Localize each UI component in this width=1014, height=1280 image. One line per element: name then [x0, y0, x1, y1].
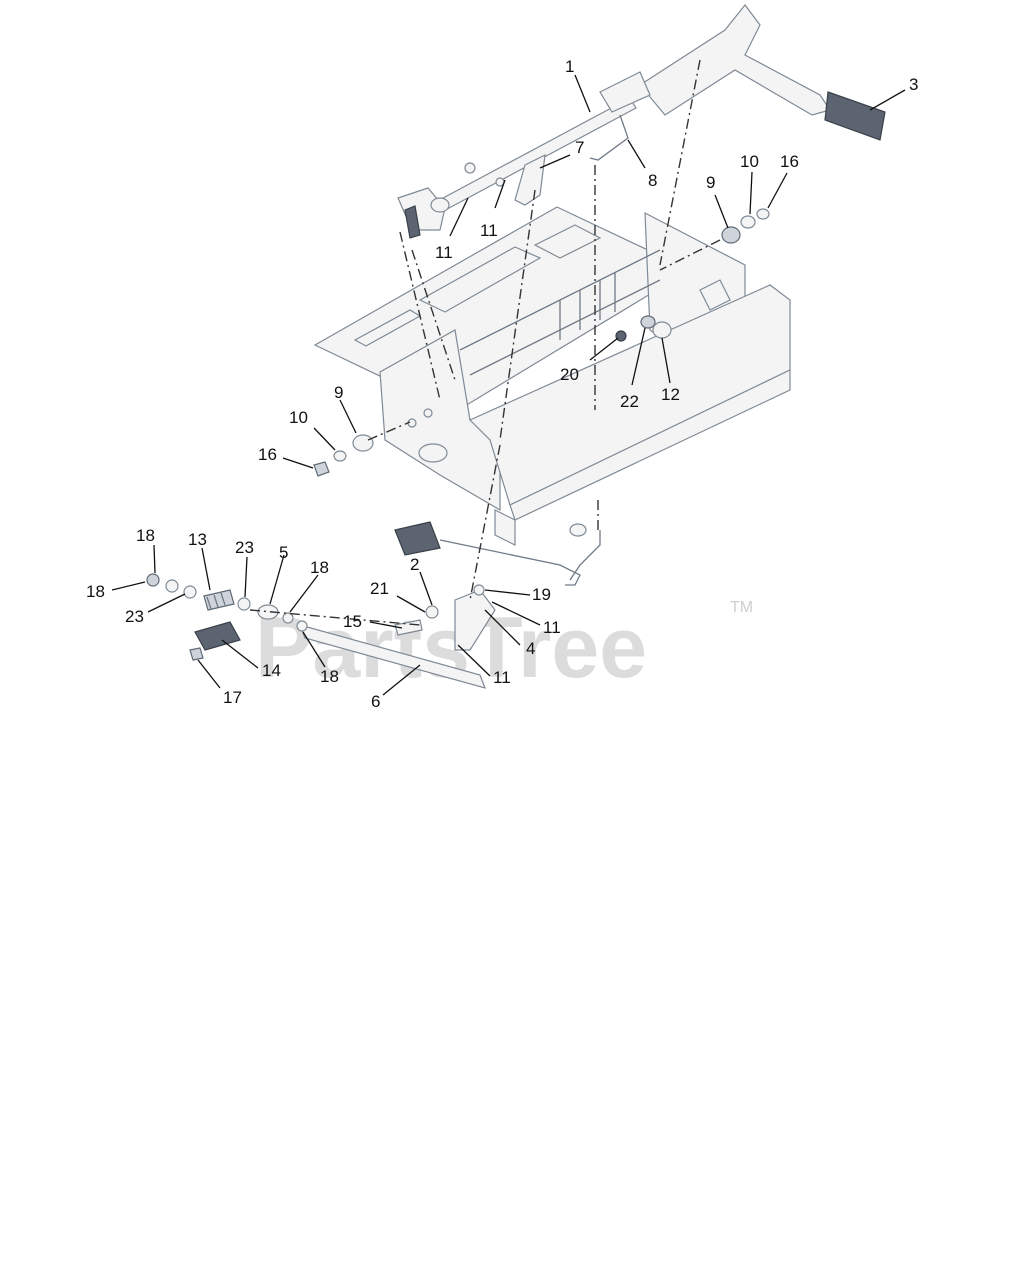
leader-lines	[111, 74, 906, 696]
callout-21: 21	[370, 579, 389, 598]
callout-10-left: 10	[289, 408, 308, 427]
callout-23-b: 23	[125, 607, 144, 626]
callout-18-b: 18	[310, 558, 329, 577]
callout-7: 7	[575, 138, 584, 157]
callout-14: 14	[262, 661, 281, 680]
callout-15: 15	[343, 612, 362, 631]
hardware-right	[615, 208, 770, 342]
callout-11-c: 11	[543, 618, 561, 637]
watermark-brand: PartsTree	[255, 600, 647, 696]
callout-11-b: 11	[480, 221, 498, 240]
callout-3: 3	[909, 75, 918, 94]
alignment-lines	[249, 59, 721, 626]
callout-9-right: 9	[706, 173, 715, 192]
callouts: 1 3 7 8 11 11 9 10 16 20 22 12 9 10 16 1…	[86, 57, 918, 711]
callout-6: 6	[371, 692, 380, 711]
pedal-shaft-assembly	[397, 4, 886, 239]
callout-19: 19	[532, 585, 551, 604]
callout-11-a: 11	[435, 243, 453, 262]
callout-18-a: 18	[136, 526, 155, 545]
callout-18-d: 18	[320, 667, 339, 686]
lower-linkage-assembly	[146, 521, 601, 689]
callout-20: 20	[560, 365, 579, 384]
callout-10-right: 10	[740, 152, 759, 171]
callout-16-right: 16	[780, 152, 799, 171]
callout-1: 1	[565, 57, 574, 76]
callout-17: 17	[223, 688, 242, 707]
watermark-trademark: TM	[730, 599, 753, 616]
callout-23-a: 23	[235, 538, 254, 557]
hardware-left	[313, 434, 374, 477]
callout-18-c: 18	[86, 582, 105, 601]
frame-assembly	[313, 206, 791, 546]
callout-13: 13	[188, 530, 207, 549]
callout-8: 8	[648, 171, 657, 190]
callout-5: 5	[279, 543, 288, 562]
callout-9-left: 9	[334, 383, 343, 402]
callout-11-d: 11	[493, 668, 511, 687]
callout-2: 2	[410, 555, 419, 574]
callout-12: 12	[661, 385, 680, 404]
callout-4: 4	[526, 639, 535, 658]
callout-16-left: 16	[258, 445, 277, 464]
callout-22: 22	[620, 392, 639, 411]
